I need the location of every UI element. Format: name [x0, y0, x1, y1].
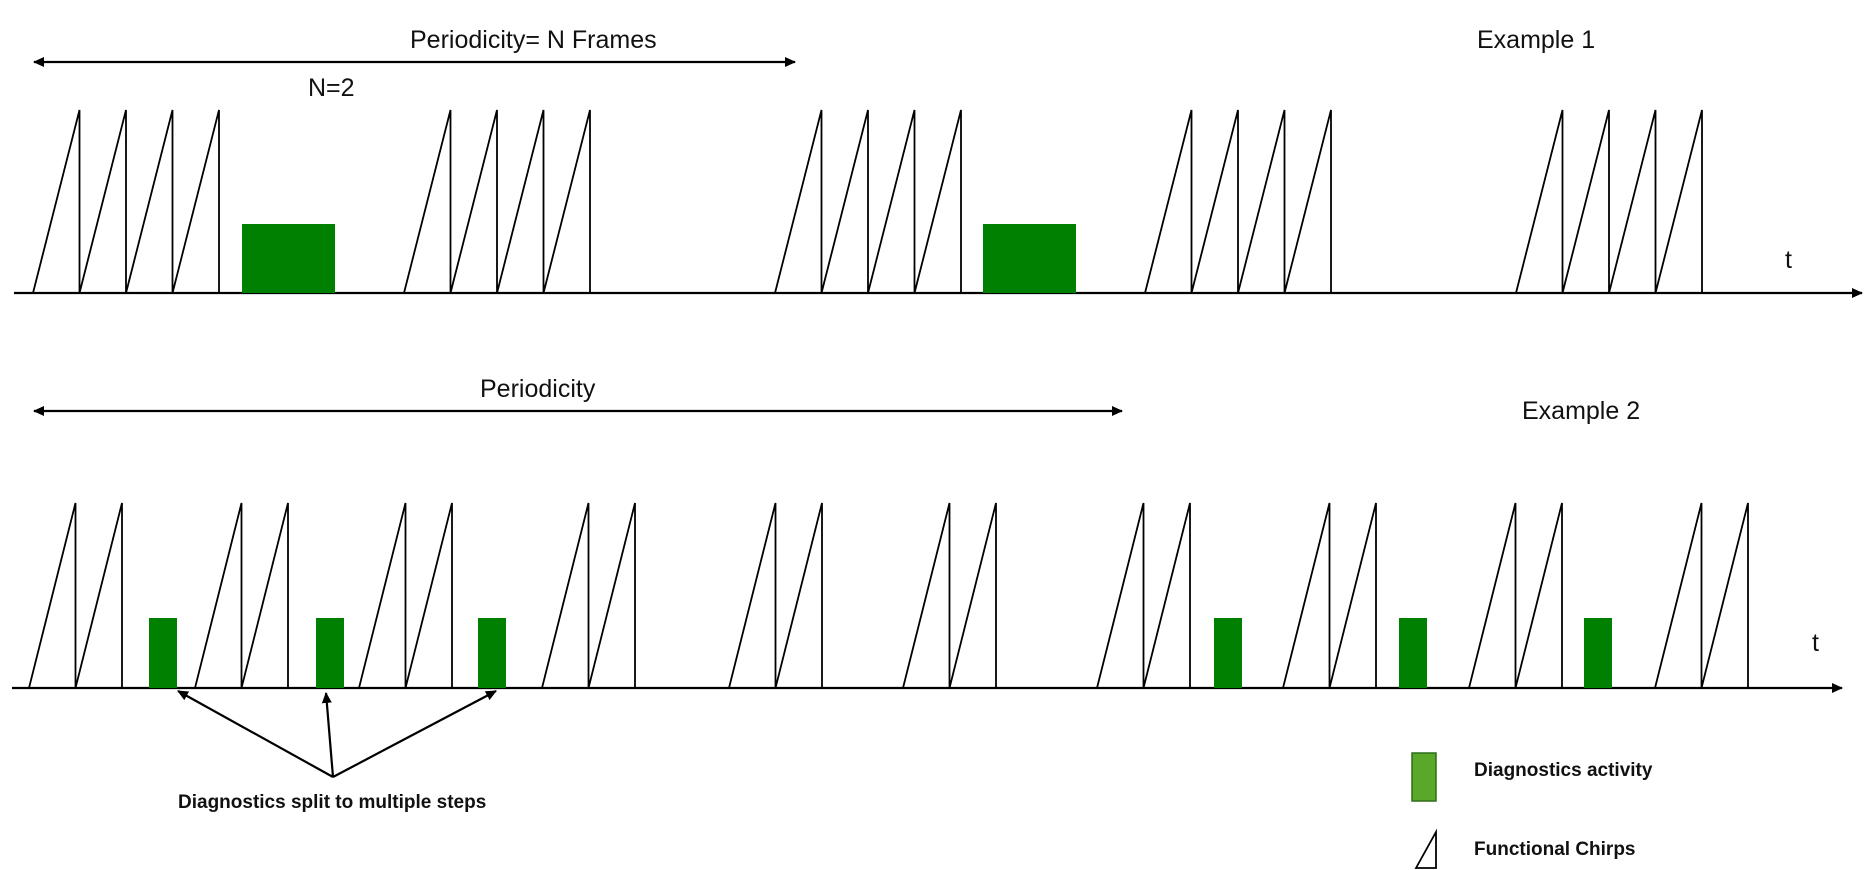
- chirp-group: [1468, 502, 1563, 689]
- legend: Diagnostics activity Functional Chirps: [1411, 752, 1653, 869]
- diagnostics-step: [1214, 618, 1242, 688]
- chirp-group: [774, 109, 962, 294]
- chirp-group: [1096, 502, 1191, 689]
- annotation-arrow: [332, 690, 497, 778]
- diagnostics-step: [1399, 618, 1427, 688]
- legend-chirps-label: Functional Chirps: [1474, 839, 1636, 860]
- chirp-group: [32, 109, 220, 294]
- time-label: t: [1812, 629, 1819, 657]
- diagnostics-block: [242, 224, 335, 293]
- diagnostics-step: [1584, 618, 1612, 688]
- legend-diagnostics-label: Diagnostics activity: [1474, 760, 1653, 781]
- time-label: t: [1785, 246, 1792, 274]
- chirp-group: [1144, 109, 1332, 294]
- n-label: N=2: [308, 74, 355, 102]
- annotation-arrow: [177, 690, 334, 778]
- example-title: Example 2: [1522, 397, 1640, 425]
- periodicity-label: Periodicity= N Frames: [410, 26, 657, 54]
- chirp-group: [28, 502, 123, 689]
- diagnostics-step: [478, 618, 506, 688]
- chirp-group: [194, 502, 289, 689]
- chirp-group: [358, 502, 453, 689]
- example-1: Periodicity= N Frames N=2 Example 1 t: [14, 26, 1863, 298]
- chirp-groups: [32, 109, 1703, 294]
- periodicity-label: Periodicity: [480, 375, 596, 403]
- example-2: Periodicity Example 2 t Diagnostics spli…: [12, 375, 1843, 813]
- chirp-group: [403, 109, 591, 294]
- chirp-group: [1654, 502, 1749, 689]
- chirp-group: [1515, 109, 1703, 294]
- legend-chirp-icon: [1414, 828, 1437, 869]
- chirp-group: [728, 502, 823, 689]
- chirp-group: [1282, 502, 1377, 689]
- diagnostics-step: [149, 618, 177, 688]
- chirp-groups: [28, 502, 1749, 689]
- annotation-label: Diagnostics split to multiple steps: [178, 792, 486, 813]
- annotation-arrow: [321, 692, 335, 778]
- example-title: Example 1: [1477, 26, 1595, 54]
- legend-diagnostics-swatch: [1411, 752, 1437, 802]
- diagnostics-block: [983, 224, 1076, 293]
- diagnostics-step: [316, 618, 344, 688]
- chirp-group: [541, 502, 636, 689]
- chirp-group: [902, 502, 997, 689]
